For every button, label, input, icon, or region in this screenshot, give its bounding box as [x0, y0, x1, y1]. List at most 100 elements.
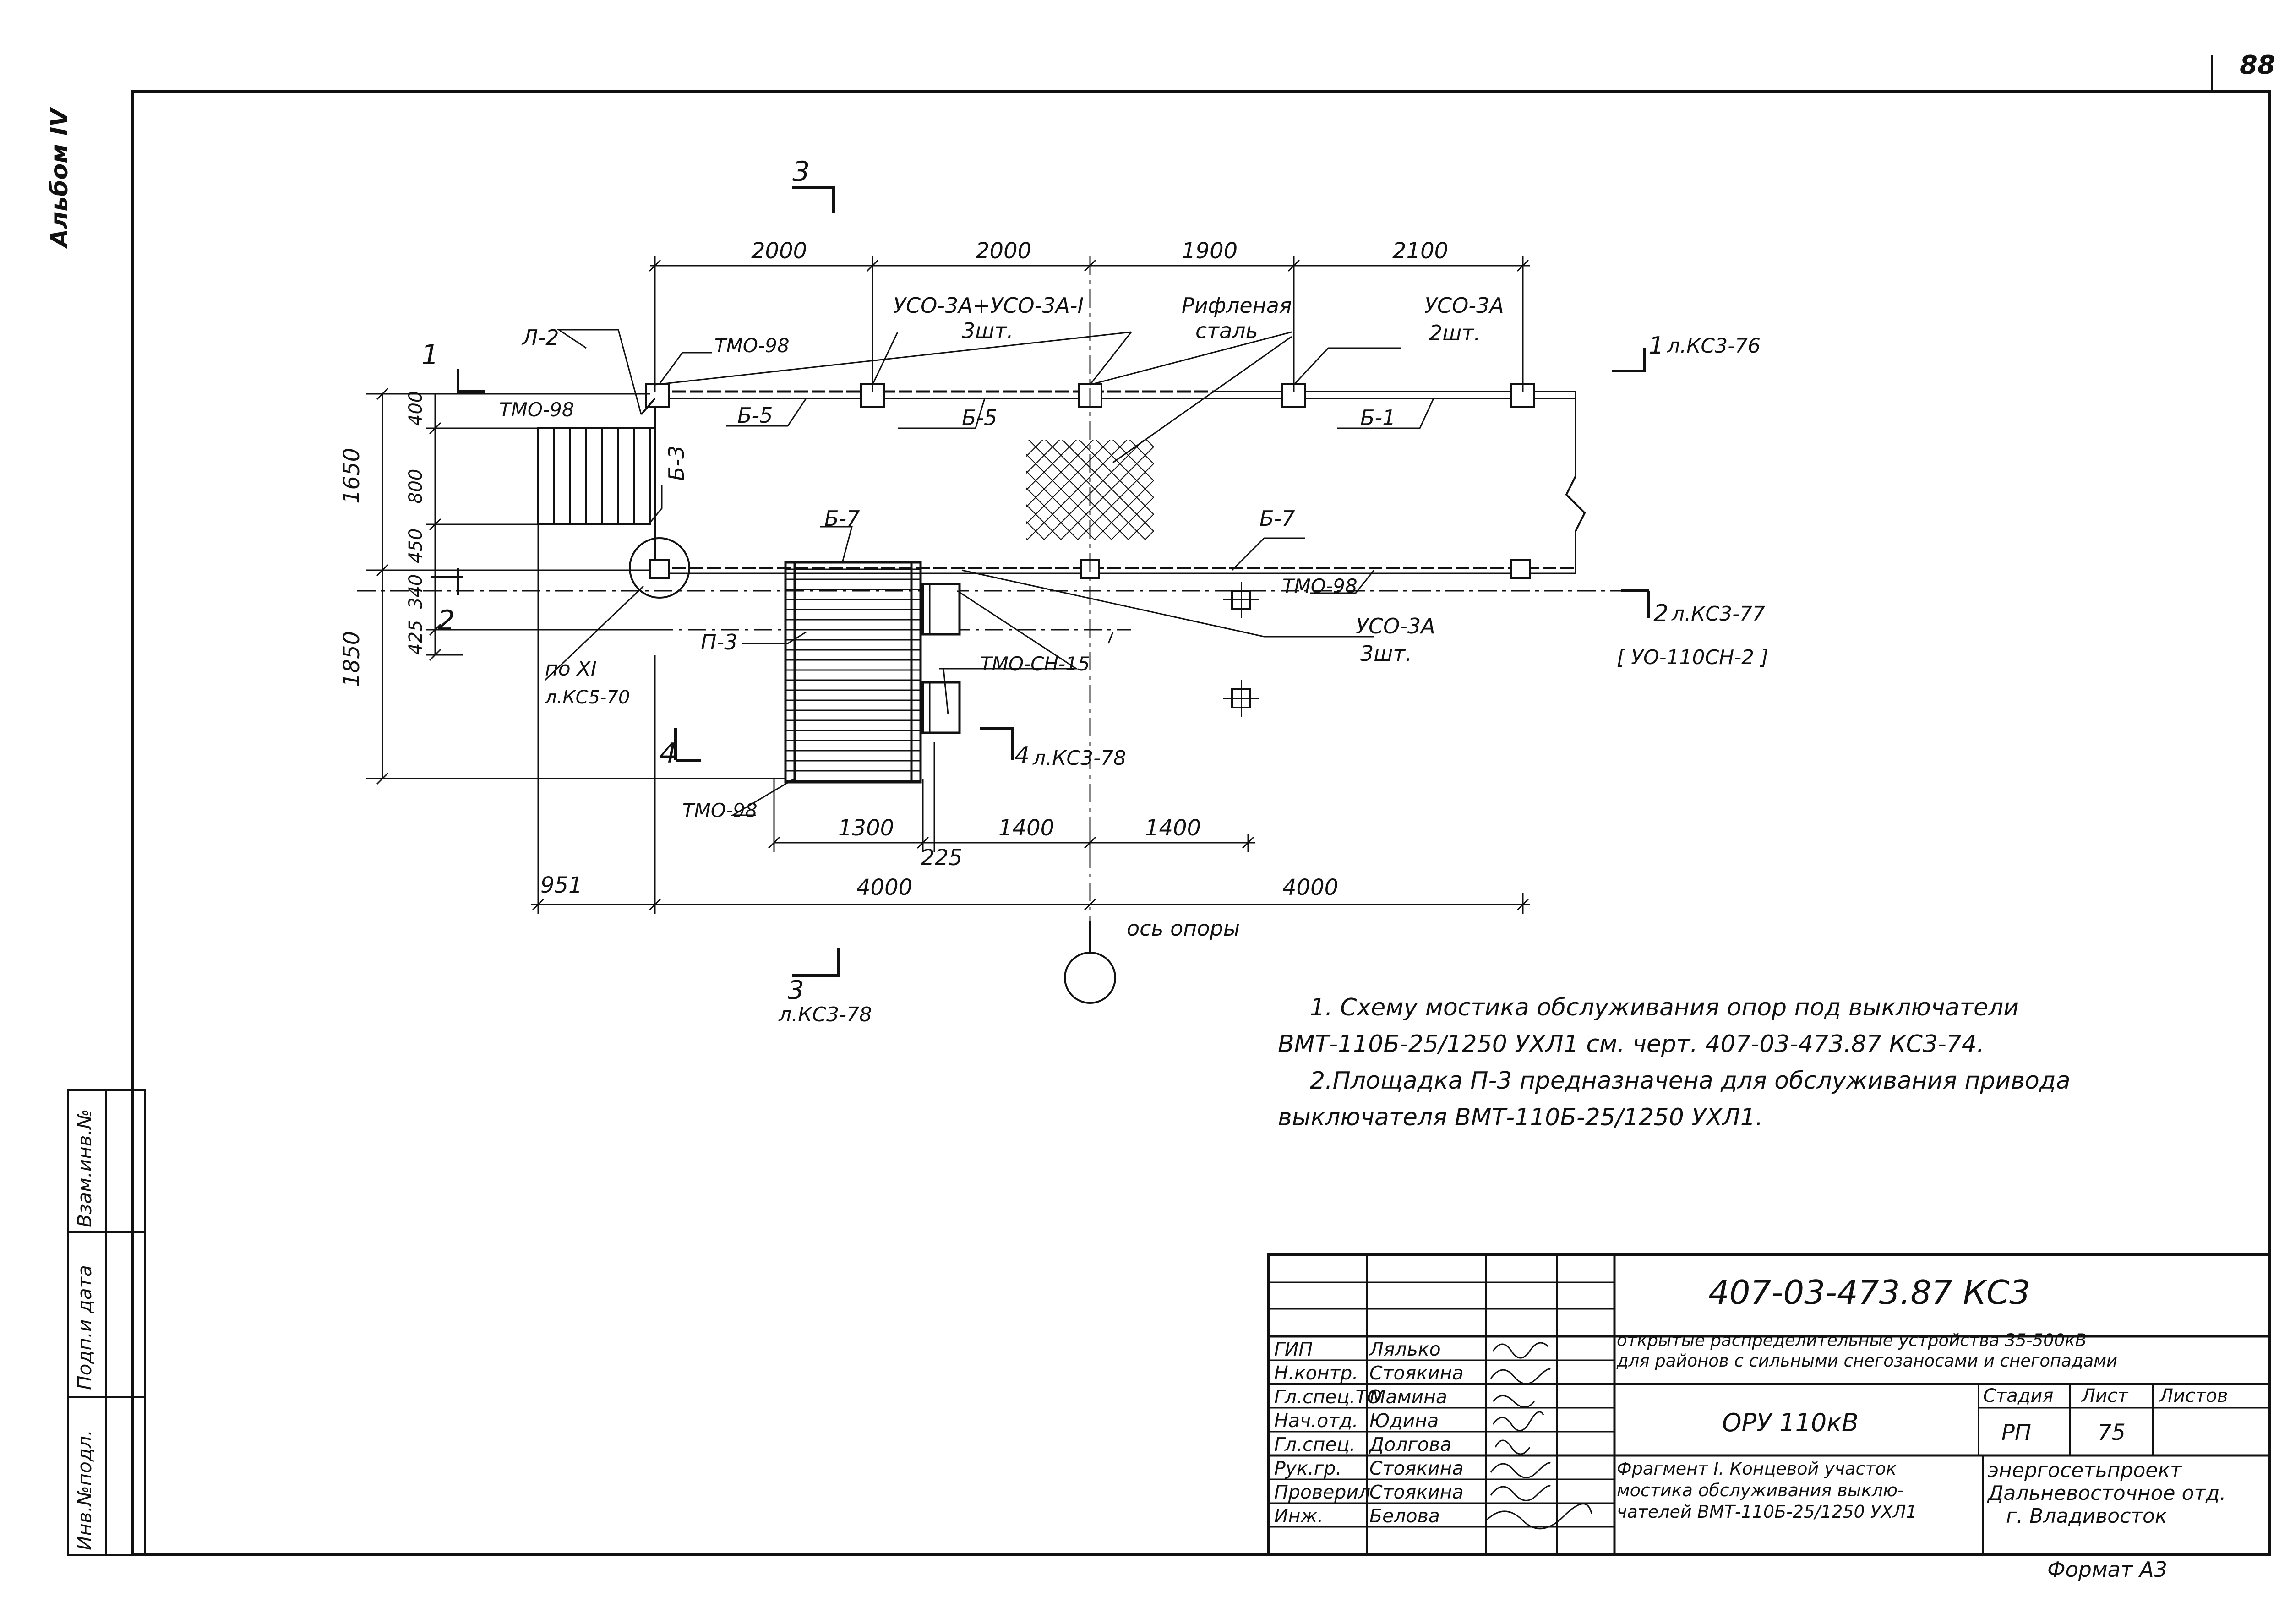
section-3-bottom: 3 [788, 975, 804, 1005]
dim-left-340: 340 [405, 574, 426, 609]
side-stamp-podp-data: Подп.и дата [73, 1265, 96, 1390]
dim-top-4: 2100 [1392, 238, 1449, 264]
tb-doc-code: 407-03-473.87 КС3 [1708, 1273, 2031, 1312]
tb-drawing-title-1: Фрагмент I. Концевой участок [1617, 1459, 1897, 1479]
label-b1: Б-1 [1360, 405, 1396, 430]
label-uso-bottom: УСО-3А [1356, 614, 1435, 638]
dim-bottom-4000b: 4000 [1282, 875, 1339, 900]
label-l-ks5-70: л.КС5-70 [545, 687, 630, 708]
dim-left-425: 425 [405, 620, 426, 655]
tb-name: Стоякина [1369, 1457, 1464, 1479]
page-number: 88 [2240, 50, 2275, 80]
top-dimension-lines [649, 256, 1530, 392]
section-3-bottom-ref: л.КС3-78 [779, 1003, 872, 1026]
label-tmo98-bottom: ТМО-98 [682, 799, 758, 822]
label-uso-bottom-qty: 3шт. [1360, 641, 1412, 666]
dim-left-800: 800 [405, 469, 426, 504]
section-2-right: 2 [1653, 600, 1669, 627]
label-riflenaya-2: сталь [1195, 318, 1258, 343]
dim-top-2: 2000 [976, 238, 1032, 264]
section-4-left: 4 [660, 737, 677, 769]
section-3-top: 3 [792, 156, 810, 188]
label-uo: [ УО-110СН-2 ] [1617, 646, 1769, 669]
dim-left-1850: 1850 [339, 631, 365, 687]
tb-name: Юдина [1369, 1410, 1439, 1432]
side-stamp-box [67, 1089, 146, 1556]
section-marks [431, 186, 1650, 977]
tb-object: ОРУ 110кВ [1722, 1408, 1859, 1437]
label-b7-a: Б-7 [824, 506, 860, 531]
label-tmo98-left: ТМО-98 [499, 398, 574, 421]
tb-org-1: энергосетьпроект [1988, 1459, 2182, 1482]
tb-name: Стоякина [1369, 1481, 1464, 1503]
ladder-l2 [537, 398, 656, 525]
tb-project-title-1: открытые распределительные устройства 35… [1617, 1330, 2087, 1350]
tb-name: Долгова [1369, 1433, 1452, 1455]
tb-format: Формат А3 [2047, 1557, 2167, 1582]
label-p3: П-3 [701, 630, 738, 654]
tb-role: Нач.отд. [1274, 1410, 1358, 1432]
tb-stage-label: Стадия [1983, 1385, 2054, 1406]
dim-bottom-4000a: 4000 [856, 875, 913, 900]
section-1-right-ref: л.КС3-76 [1667, 334, 1761, 358]
label-b5-a: Б-5 [737, 403, 773, 428]
dim-left-1650: 1650 [339, 447, 365, 504]
support-axis [1064, 256, 1116, 1004]
label-uso-top-left: УСО-3А+УСО-3А-I [893, 293, 1084, 318]
left-dimension-lines [366, 387, 785, 785]
side-stamp-vzam-inv: Взам.инв.№ [73, 1109, 96, 1227]
tb-role: Н.контр. [1274, 1362, 1358, 1384]
dim-bottom-225: 225 [921, 845, 963, 871]
section-1-left: 1 [421, 339, 439, 371]
dim-bottom-1300: 1300 [838, 815, 894, 841]
note-line-2: ВМТ-110Б-25/1250 УХЛ1 см. черт. 407-03-4… [1278, 1030, 1985, 1058]
label-tmo98-mid: ТМО-98 [1282, 575, 1358, 597]
label-uso-top-right: УСО-3А [1424, 293, 1504, 318]
section-2-right-ref: л.КС3-77 [1672, 602, 1765, 626]
dim-left-400: 400 [405, 391, 426, 426]
tb-role: ГИП [1274, 1338, 1313, 1360]
leader-lines [544, 329, 1434, 816]
label-tmo98-top: ТМО-98 [714, 334, 790, 357]
tb-name: Мамина [1369, 1386, 1448, 1408]
tb-org-2: Дальневосточное отд. [1988, 1482, 2226, 1505]
label-b7-b: Б-7 [1260, 506, 1295, 531]
dim-bottom-951: 951 [540, 872, 583, 898]
tb-role: Инж. [1274, 1505, 1324, 1527]
section-1-right: 1 [1649, 332, 1664, 360]
note-line-1: 1. Схему мостика обслуживания опор под в… [1310, 994, 2019, 1021]
tb-role: Проверил [1274, 1481, 1371, 1503]
tb-drawing-title-2: мостика обслуживания выклю- [1617, 1480, 1904, 1500]
sheet-frame [131, 55, 2271, 1556]
section-2-left: 2 [437, 605, 455, 637]
section-4-right: 4 [1014, 742, 1030, 769]
title-block-grid [1267, 1253, 2271, 1556]
tb-sheet-label: Лист [2082, 1385, 2128, 1406]
dim-left-450: 450 [405, 528, 426, 563]
label-riflenaya: Рифленая [1182, 293, 1292, 318]
tb-sheets-label: Листов [2159, 1385, 2228, 1406]
tb-role: Гл.спец. [1274, 1433, 1356, 1455]
tb-sheet: 75 [2098, 1420, 2126, 1445]
signatures [1485, 1342, 1592, 1530]
tb-name: Лялько [1369, 1338, 1441, 1360]
dim-top-3: 1900 [1182, 238, 1238, 264]
label-uso-top-right-qty: 2шт. [1429, 321, 1481, 345]
label-tmo-sn15: ТМО-СН-15 [980, 653, 1090, 675]
dim-bottom-1400b: 1400 [1145, 815, 1201, 841]
side-stamp-inv-podl: Инв.№подл. [73, 1429, 96, 1550]
tb-name: Белова [1369, 1505, 1440, 1527]
detail-circle-xi [629, 537, 690, 599]
section-4-right-ref: л.КС3-78 [1033, 747, 1126, 770]
tb-name: Стоякина [1369, 1362, 1464, 1384]
album-label: Альбом IV [46, 108, 73, 247]
tb-role: Гл.спец.ТО [1274, 1386, 1382, 1408]
tb-project-title-2: для районов с сильными снегозаносами и с… [1617, 1351, 2118, 1371]
bottom-dimension-lines [531, 524, 1530, 914]
label-uso-top-left-qty: 3шт. [962, 318, 1014, 343]
tb-org-3: г. Владивосток [2006, 1504, 2167, 1528]
note-line-3: 2.Площадка П-3 предназначена для обслужи… [1310, 1067, 2071, 1095]
tb-drawing-title-3: чателей ВМТ-110Б-25/1250 УХЛ1 [1617, 1502, 1917, 1522]
label-b5-b: Б-5 [962, 405, 998, 430]
tb-stage: РП [2001, 1420, 2032, 1445]
